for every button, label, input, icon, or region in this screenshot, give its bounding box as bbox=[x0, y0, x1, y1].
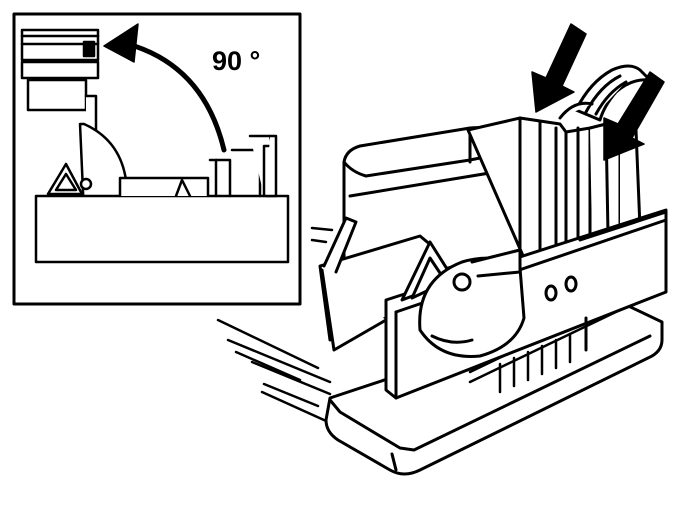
down-arrow-icon bbox=[531, 23, 587, 113]
inset-base bbox=[34, 134, 290, 264]
inset-triangle bbox=[46, 162, 84, 196]
base-platform bbox=[324, 300, 664, 476]
lever bbox=[418, 248, 526, 358]
main-device bbox=[216, 64, 668, 476]
curved-arrow-icon bbox=[103, 23, 227, 153]
side-guide bbox=[322, 216, 456, 302]
down-arrow-icon bbox=[603, 71, 665, 161]
screw-holes bbox=[544, 275, 578, 302]
screw-hole bbox=[544, 284, 558, 302]
screw-hole bbox=[564, 275, 578, 293]
inset-panel: 90 ° bbox=[12, 12, 302, 306]
inset-lid bbox=[20, 28, 100, 132]
angle-label: 90 ° bbox=[212, 46, 260, 76]
